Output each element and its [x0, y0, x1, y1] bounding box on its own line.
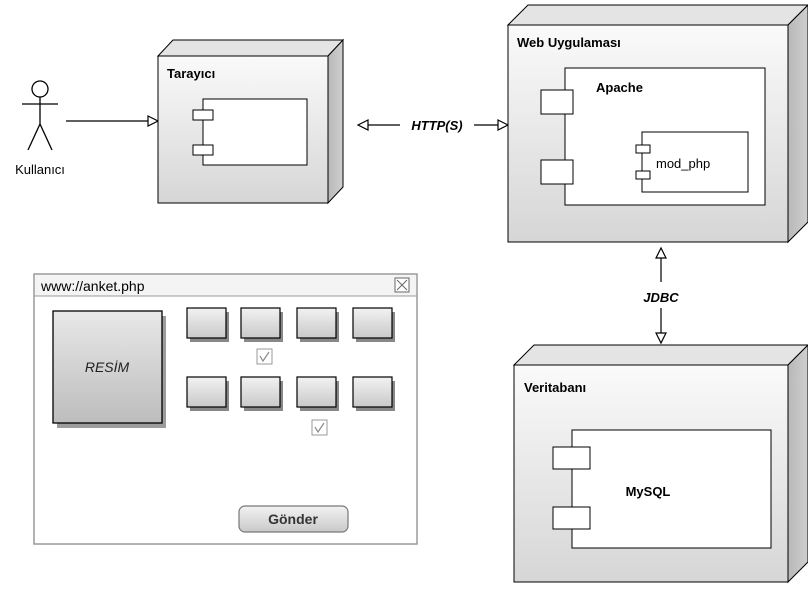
- node-browser-title: Tarayıcı: [167, 66, 215, 81]
- option-tile[interactable]: [296, 307, 337, 339]
- stick-figure-icon: [22, 80, 58, 151]
- node-webapp: Web Uygulaması Apache mod_php: [506, 4, 808, 244]
- mod-php-label: mod_php: [656, 156, 710, 171]
- mod-php-component: [635, 131, 749, 193]
- node-browser: Tarayıcı: [156, 38, 345, 205]
- mysql-component: [552, 429, 772, 549]
- http-label: HTTP(S): [411, 118, 462, 133]
- checkbox-2[interactable]: [311, 419, 328, 436]
- actor-user: Kullanıcı: [15, 80, 65, 177]
- jdbc-connector: JDBC: [643, 246, 679, 345]
- option-grid-row-2: [186, 376, 395, 411]
- image-placeholder: RESİM: [52, 310, 166, 428]
- option-tile[interactable]: [296, 376, 337, 408]
- browser-component: [192, 98, 308, 166]
- mockup-title: www://anket.php: [40, 278, 145, 294]
- http-connector: HTTP(S): [356, 118, 510, 133]
- actor-to-browser-arrow: [66, 115, 160, 127]
- checkmark-icon: [314, 422, 325, 434]
- checkbox-1[interactable]: [256, 348, 273, 365]
- submit-button-label: Gönder: [268, 511, 318, 527]
- option-tile[interactable]: [352, 307, 393, 339]
- node-webapp-title: Web Uygulaması: [517, 35, 621, 50]
- jdbc-label: JDBC: [643, 290, 679, 305]
- option-tile[interactable]: [186, 307, 227, 339]
- submit-button[interactable]: Gönder: [238, 505, 349, 533]
- node-database: Veritabanı MySQL: [512, 344, 808, 584]
- page-mockup-window: www://anket.php RESİM: [33, 273, 418, 545]
- option-tile[interactable]: [352, 376, 393, 408]
- actor-label: Kullanıcı: [15, 162, 65, 177]
- close-icon[interactable]: [394, 277, 410, 293]
- mysql-label: MySQL: [626, 484, 671, 499]
- option-tile[interactable]: [240, 307, 281, 339]
- apache-label: Apache: [596, 80, 643, 95]
- node-database-title: Veritabanı: [524, 380, 586, 395]
- image-label: RESİM: [85, 359, 130, 375]
- option-tile[interactable]: [186, 376, 227, 408]
- checkmark-icon: [259, 351, 270, 363]
- option-grid-row-1: [186, 307, 395, 342]
- option-tile[interactable]: [240, 376, 281, 408]
